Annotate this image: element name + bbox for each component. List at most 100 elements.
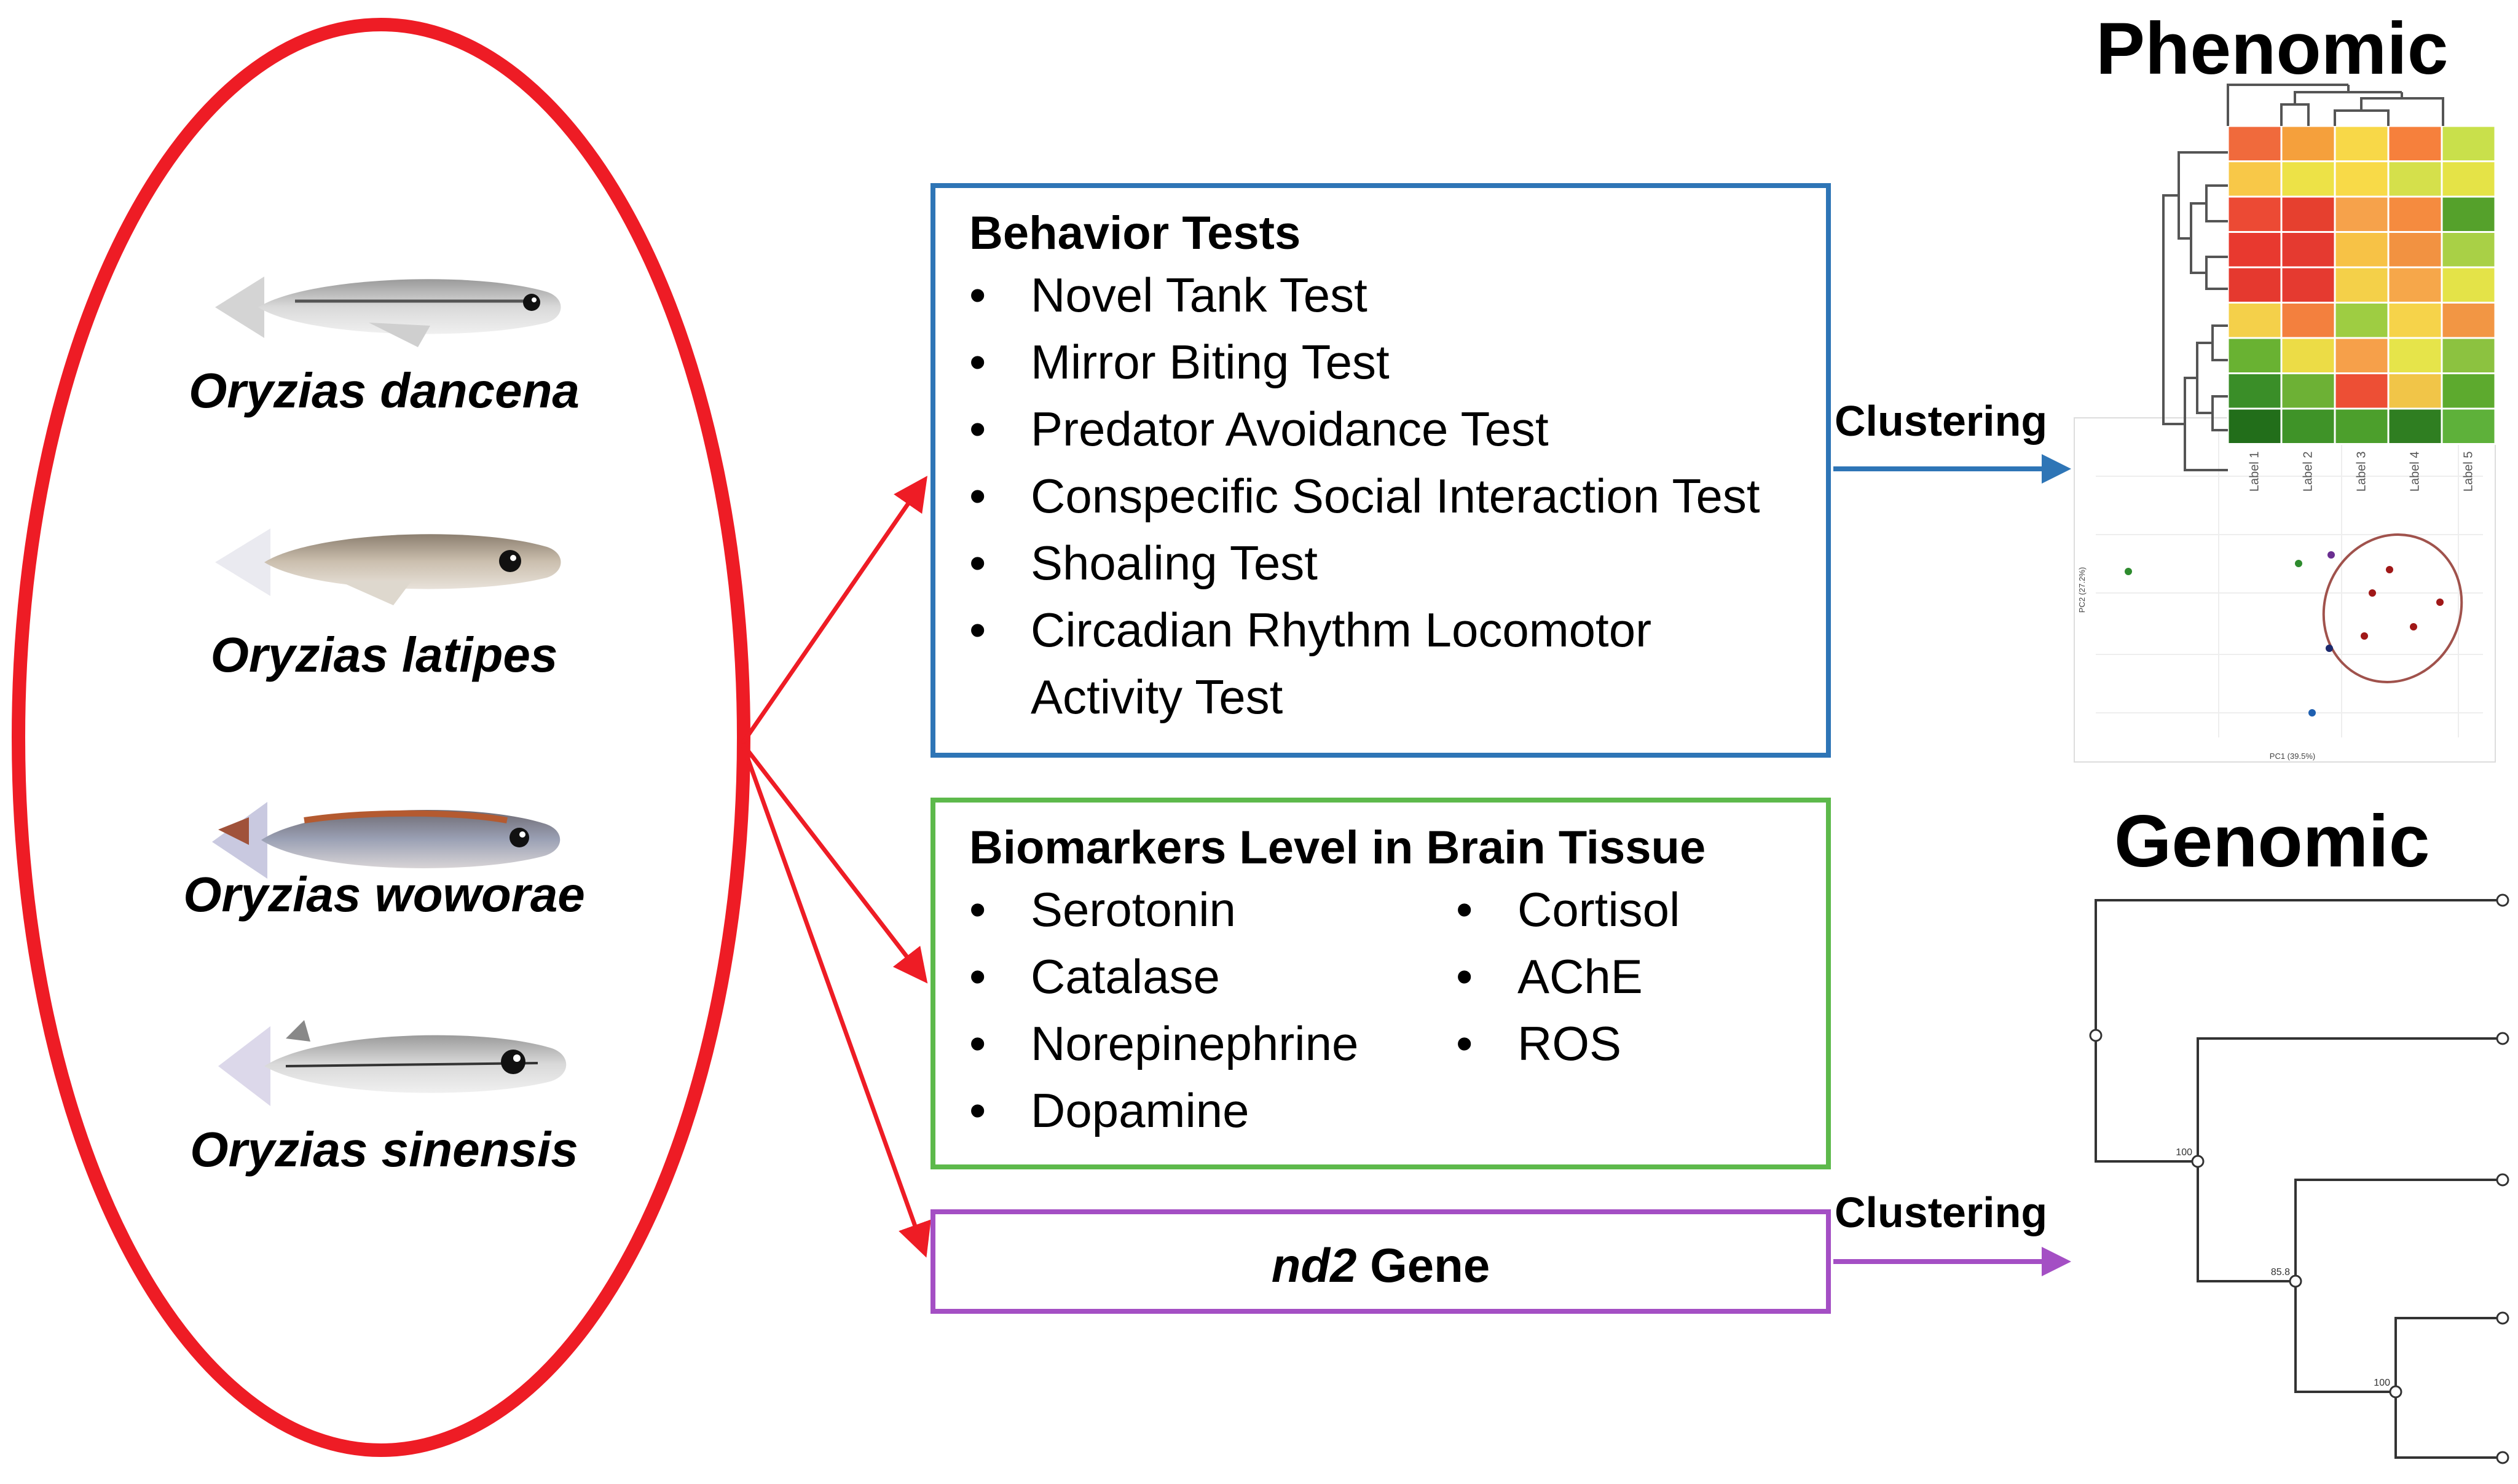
heatmap-cell	[2280, 231, 2336, 269]
arrow-to-gene	[740, 742, 931, 1258]
behavior-tests-box: Behavior Tests Novel Tank Test Mirror Bi…	[930, 183, 1831, 758]
heatmap-cell	[2280, 195, 2336, 233]
heatmap-cell	[2387, 195, 2443, 233]
heatmap-cell	[2334, 407, 2390, 445]
heatmap-cell	[2227, 195, 2283, 233]
biomarkers-list-left: Serotonin Catalase Norepinephrine Dopami…	[969, 876, 1358, 1144]
pca-plot: PC1 (39.5%) PC2 (27.2%)	[2074, 417, 2496, 763]
genomic-tree	[2095, 899, 2503, 1459]
heatmap-column-label: Label 3	[2355, 452, 2369, 492]
heatmap-cell	[2334, 266, 2390, 304]
biomarkers-list-right: Cortisol AChE ROS	[1456, 876, 1680, 1077]
heatmap-cell	[2280, 160, 2336, 198]
heatmap-cell	[2387, 160, 2443, 198]
behavior-tests-list: Novel Tank Test Mirror Biting Test Preda…	[969, 262, 1760, 731]
heatmap-cell	[2227, 231, 2283, 269]
tree-node-label-1: 100	[2176, 1147, 2192, 1158]
heatmap-cell	[2387, 407, 2443, 445]
heatmap-cell	[2334, 125, 2390, 162]
heatmap-cell	[2280, 407, 2336, 445]
fish-dancena-image	[215, 277, 561, 347]
gene-name: nd2	[1271, 1238, 1357, 1292]
species-label-woworae: Oryzias woworae	[183, 867, 585, 922]
heatmap-cell	[2441, 302, 2496, 339]
heatmap-cell	[2334, 372, 2390, 410]
species-label-latipes: Oryzias latipes	[210, 627, 558, 682]
heatmap-cell	[2387, 125, 2443, 162]
arrow-to-behavior	[741, 476, 927, 745]
heatmap-column-label: Label 2	[2302, 452, 2315, 492]
heatmap-column-label: Label 5	[2462, 452, 2476, 492]
behavior-tests-title: Behavior Tests	[969, 207, 1301, 259]
heatmap-cell	[2334, 195, 2390, 233]
heatmap-cell	[2441, 231, 2496, 269]
heatmap-cell	[2334, 231, 2390, 269]
species-label-sinensis: Oryzias sinensis	[190, 1122, 578, 1177]
tree-node-label-2: 85.8	[2271, 1267, 2290, 1278]
biomarker-item: Catalase	[969, 943, 1358, 1010]
heatmap-column-label: Label 4	[2409, 452, 2422, 492]
heatmap-cell	[2227, 266, 2283, 304]
heatmap-cell	[2280, 372, 2336, 410]
heatmap-cell	[2227, 302, 2283, 339]
behavior-test-item-continuation: Activity Test	[1031, 670, 1283, 724]
heatmap-cell	[2387, 372, 2443, 410]
species-label-dancena: Oryzias dancena	[189, 363, 580, 418]
heatmap-column-dendrogram	[2227, 84, 2444, 126]
behavior-test-item: Mirror Biting Test	[969, 329, 1760, 396]
tree-node-label-3: 100	[2374, 1378, 2390, 1388]
biomarkers-title: Biomarkers Level in Brain Tissue	[969, 822, 1706, 874]
heatmap-cell	[2441, 195, 2496, 233]
fish-woworae-image	[212, 802, 561, 879]
heatmap-cell	[2387, 266, 2443, 304]
arrow-to-biomarkers	[741, 742, 928, 984]
species-ellipse	[12, 18, 750, 1457]
heatmap-cell	[2441, 160, 2496, 198]
biomarkers-box: Biomarkers Level in Brain Tissue Seroton…	[930, 798, 1831, 1169]
heatmap-cell	[2441, 125, 2496, 162]
fish-latipes-image	[215, 528, 561, 605]
genomic-tree-nodes	[2089, 893, 2509, 1464]
heatmap-cell	[2441, 407, 2496, 445]
clustering-label-phenomic: Clustering	[1835, 397, 2048, 445]
heatmap-cell	[2227, 160, 2283, 198]
biomarker-item: Dopamine	[969, 1077, 1358, 1144]
phenomic-title: Phenomic	[2096, 7, 2449, 90]
heatmap-cell	[2334, 337, 2390, 374]
gene-box: nd2 Gene	[930, 1209, 1831, 1314]
behavior-test-item: Novel Tank Test	[969, 262, 1760, 329]
heatmap-cell	[2387, 337, 2443, 374]
heatmap-cell	[2280, 125, 2336, 162]
pca-x-axis-label: PC1 (39.5%)	[2270, 752, 2315, 761]
heatmap-row-dendrogram	[2162, 151, 2228, 471]
behavior-test-item: Conspecific Social Interaction Test	[969, 463, 1760, 530]
heatmap-cell	[2387, 302, 2443, 339]
biomarker-item: ROS	[1456, 1010, 1680, 1077]
heatmap-cell	[2227, 337, 2283, 374]
heatmap-cell	[2280, 337, 2336, 374]
heatmap-cell	[2227, 125, 2283, 162]
behavior-test-item: Shoaling Test	[969, 530, 1760, 597]
heatmap-cell	[2441, 337, 2496, 374]
biomarker-item: Cortisol	[1456, 876, 1680, 943]
heatmap-cell	[2227, 372, 2283, 410]
gene-label: nd2 Gene	[935, 1238, 1826, 1294]
heatmap-column-label: Label 1	[2248, 452, 2262, 492]
phenomic-heatmap: Label 1 Label 2 Label 3 Label 4 Label 5	[2162, 84, 2496, 492]
biomarker-item: Serotonin	[969, 876, 1358, 943]
biomarker-item: AChE	[1456, 943, 1680, 1010]
heatmap-cell	[2441, 266, 2496, 304]
biomarker-item: Norepinephrine	[969, 1010, 1358, 1077]
heatmap-cell	[2334, 302, 2390, 339]
clustering-label-genomic: Clustering	[1835, 1188, 2048, 1236]
behavior-test-item: Circadian Rhythm Locomotor	[969, 597, 1760, 664]
heatmap-cell	[2387, 231, 2443, 269]
fish-sinensis-image	[218, 1020, 567, 1106]
gene-suffix: Gene	[1356, 1238, 1490, 1292]
heatmap-cell	[2280, 266, 2336, 304]
heatmap-cell	[2334, 160, 2390, 198]
behavior-test-item: Predator Avoidance Test	[969, 396, 1760, 463]
genomic-title: Genomic	[2114, 800, 2430, 882]
heatmap-cell	[2441, 372, 2496, 410]
